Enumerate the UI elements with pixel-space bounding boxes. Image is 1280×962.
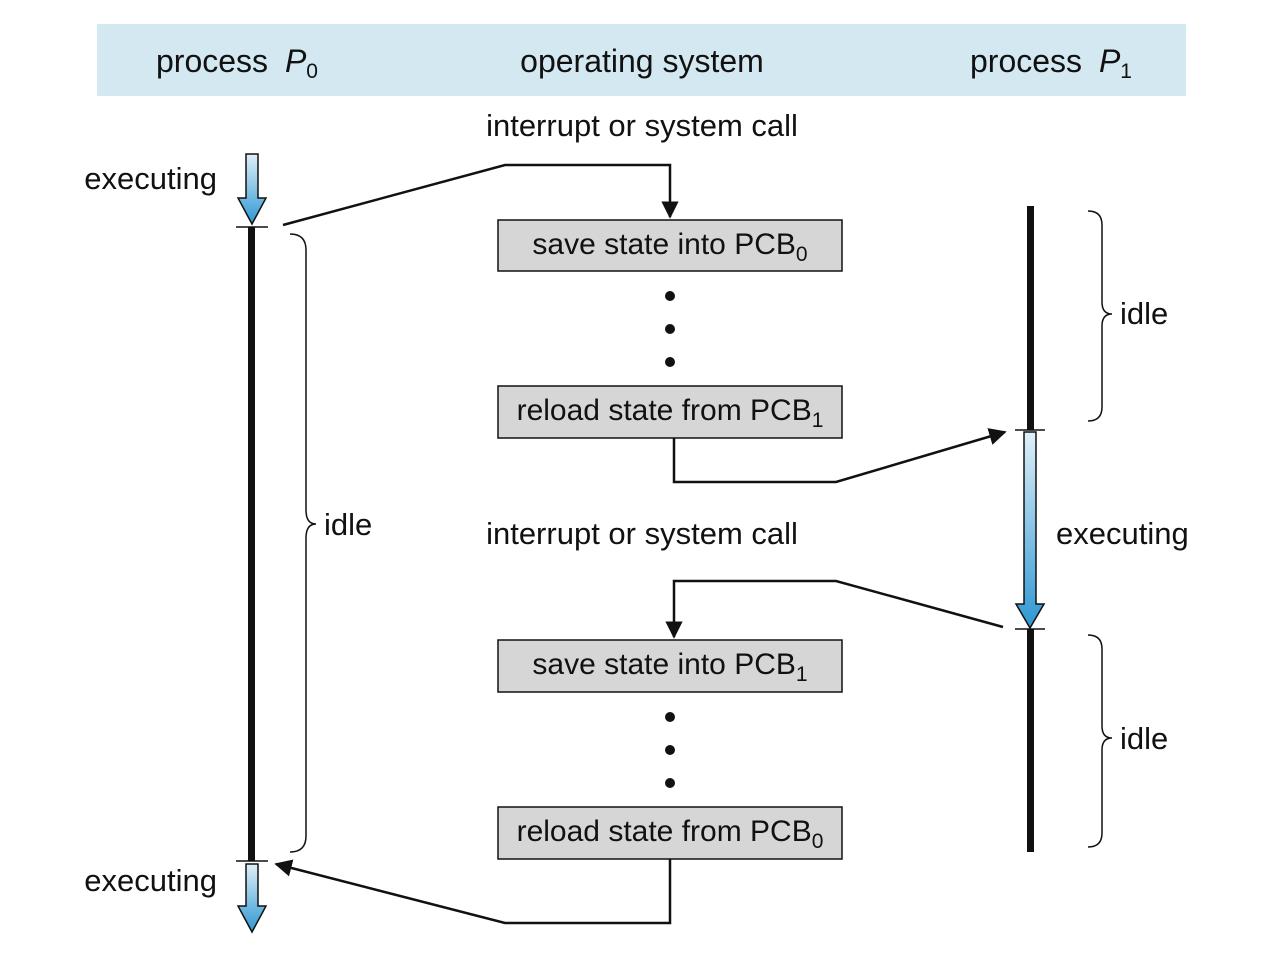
ellipsis-dot [665, 778, 675, 788]
idle-brace-p1-top [1087, 210, 1113, 422]
header-p0-symbol: P [285, 43, 307, 79]
header-p0-subscript: 0 [306, 60, 318, 83]
reload-state-pcb1-main: reload state from PCB [517, 394, 812, 427]
reload-state-pcb0-text: reload state from PCB0 [517, 815, 824, 853]
executing-label-p0-top: executing [84, 161, 217, 196]
ellipsis-dot [665, 712, 675, 722]
interrupt-label-mid: interrupt or system call [486, 516, 798, 551]
save-state-pcb0-main: save state into PCB [532, 228, 795, 261]
header-process-word: process [156, 43, 268, 79]
header-process-p0: process P0 [156, 43, 318, 83]
interrupt-label-top: interrupt or system call [486, 108, 798, 143]
reload-state-pcb0-subscript: 0 [812, 830, 824, 853]
reload-state-pcb0-box [497, 806, 843, 860]
ellipsis-dot [665, 291, 675, 301]
arrow-p0-to-save-pcb0 [282, 163, 679, 227]
ellipsis-dot [665, 324, 675, 334]
ellipsis-dot [665, 357, 675, 367]
executing-label-p1: executing [1056, 516, 1189, 551]
header-band [97, 24, 1186, 96]
reload-state-pcb0-main: reload state from PCB [517, 815, 812, 848]
arrow-reload-pcb0-to-p0 [274, 859, 672, 925]
header-process-word: process [970, 43, 1082, 79]
arrow-p1-to-save-pcb1 [665, 579, 1004, 639]
save-state-pcb1-box [497, 639, 843, 693]
save-state-pcb1-text: save state into PCB1 [532, 648, 807, 686]
header-operating-system: operating system [520, 43, 764, 79]
save-state-pcb1-subscript: 1 [796, 663, 808, 686]
idle-brace-p0 [289, 233, 317, 853]
reload-state-pcb1-subscript: 1 [812, 409, 824, 432]
idle-label-p0: idle [324, 507, 372, 542]
executing-arrow-p1 [1014, 431, 1046, 630]
save-state-pcb0-box [497, 219, 843, 272]
executing-label-p0-bottom: executing [84, 863, 217, 898]
idle-label-p1-bottom: idle [1120, 721, 1168, 756]
reload-state-pcb1-box [497, 385, 843, 439]
idle-brace-p1-bottom [1087, 634, 1113, 848]
reload-state-pcb1-text: reload state from PCB1 [517, 394, 824, 432]
idle-bar-p1-bottom [1027, 629, 1034, 852]
header-p1-symbol: P [1099, 43, 1121, 79]
idle-bar-p0 [248, 227, 255, 861]
header-p1-subscript: 1 [1120, 60, 1132, 83]
ellipsis-dot [665, 745, 675, 755]
arrow-reload-pcb1-to-p1 [672, 428, 1007, 484]
save-state-pcb1-main: save state into PCB [532, 648, 795, 681]
idle-bar-p1-top [1027, 206, 1034, 430]
save-state-pcb0-subscript: 0 [796, 243, 808, 266]
save-state-pcb0-text: save state into PCB0 [532, 228, 807, 266]
header-process-p1: process P1 [970, 43, 1132, 83]
executing-arrow-p0-bottom [236, 863, 268, 934]
idle-label-p1-top: idle [1120, 296, 1168, 331]
executing-arrow-p0-top [236, 153, 268, 226]
